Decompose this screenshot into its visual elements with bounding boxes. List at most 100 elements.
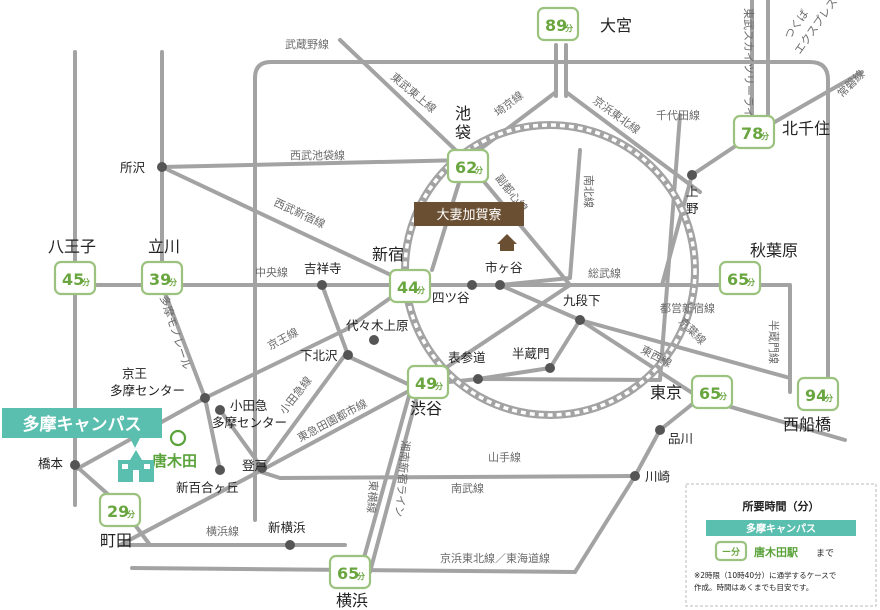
time-tokyo: 65分 — [690, 374, 734, 410]
legend-note-2: 作成。時間はあくまでも目安です。 — [694, 582, 813, 592]
line-keio: 京王線 — [265, 325, 301, 353]
dot-shimokitazawa — [343, 350, 353, 360]
label-ikebukuro-2: 袋 — [455, 123, 471, 142]
line-tobu-skytree: 東武スカイツリーライン — [742, 8, 755, 129]
dot-kudanshita — [575, 315, 585, 325]
svg-text:45: 45 — [62, 270, 84, 289]
time-tachikawa: 39分 — [140, 260, 184, 296]
label-shinjuku: 新宿 — [372, 245, 404, 264]
line-yamanote: 山手線 — [488, 450, 521, 464]
label-kudanshita: 九段下 — [563, 293, 601, 308]
svg-text:分: 分 — [761, 131, 769, 141]
musashino-line — [253, 60, 830, 522]
svg-text:29: 29 — [107, 502, 129, 521]
label-tachikawa: 立川 — [148, 237, 180, 256]
label-omotesando: 表参道 — [448, 350, 486, 365]
label-omiya: 大宮 — [600, 16, 632, 35]
dot-hanzomon — [545, 363, 555, 373]
campus-marker: 多摩キャンパス 唐木田 — [2, 408, 197, 482]
label-machida: 町田 — [100, 531, 132, 550]
line-sobu: 総武線 — [588, 266, 621, 280]
dot-noborito — [257, 463, 267, 473]
dot-tokorozawa — [157, 162, 167, 172]
label-odakyu-tama-center-2: 多摩センター — [212, 415, 287, 430]
line-musashino: 武蔵野線 — [285, 37, 329, 51]
label-yokohama: 横浜 — [336, 591, 368, 610]
label-hachioji: 八王子 — [48, 237, 96, 256]
dot-keio-tama-center — [200, 393, 210, 403]
dot-yotsuya — [467, 280, 477, 290]
dormitory-marker: 大妻加賀寮 — [414, 202, 524, 251]
line-chuo: 中央線 — [255, 265, 288, 279]
line-seibu-ikebukuro: 西武池袋線 — [290, 148, 345, 162]
dot-ichigaya — [495, 280, 505, 290]
karakida-station-icon — [169, 429, 187, 447]
time-omiya: 89分 — [536, 6, 580, 42]
svg-text:分: 分 — [719, 391, 727, 401]
svg-text:39: 39 — [149, 270, 171, 289]
label-shinagawa: 品川 — [668, 431, 693, 446]
line-toyoko: 東横線 — [364, 480, 381, 514]
legend: 所要時間（分） 多摩キャンパス ー分 唐木田駅 まで ※2時限（10時40分）に… — [685, 483, 877, 607]
dot-odakyu-tama-center — [215, 405, 225, 415]
label-yotsuya: 四ツ谷 — [432, 290, 470, 305]
dot-hashimoto — [70, 460, 80, 470]
label-yoyogi-uehara: 代々木上原 — [346, 318, 409, 333]
station-labels: 大宮 池 袋 北千住 所沢 上 野 八王子 立川 新宿 市ヶ谷 秋葉原 吉祥寺 … — [38, 16, 831, 610]
svg-text:78: 78 — [741, 124, 763, 143]
house-icon — [497, 234, 517, 251]
campus-station-label: 唐木田 — [152, 452, 197, 470]
line-nambu: 南武線 — [451, 481, 484, 495]
label-tokorozawa: 所沢 — [120, 160, 146, 175]
label-shibuya-1: 渋谷 — [410, 399, 442, 418]
line-nanboku: 南北線 — [582, 175, 596, 208]
legend-note-1: ※2時限（10時40分）に通学するケースで — [694, 570, 836, 580]
label-shinyurigaoka: 新百合ヶ丘 — [176, 480, 239, 495]
line-tama-monorail: 多摩モノレール — [157, 294, 194, 372]
svg-text:65: 65 — [699, 384, 721, 403]
dot-kichijoji — [317, 280, 327, 290]
label-ikebukuro-1: 池 — [455, 104, 471, 123]
line-seibu-shinjuku: 西武新宿線 — [272, 195, 328, 231]
line-toei-shinjuku: 都営新宿線 — [660, 301, 715, 315]
svg-text:62: 62 — [455, 158, 477, 177]
label-ueno-2: 野 — [686, 201, 699, 216]
time-hachioji: 45分 — [53, 260, 97, 296]
label-kitasenju: 北千住 — [782, 119, 830, 138]
dot-shinyokohama — [285, 540, 295, 550]
dot-shinyurigaoka — [215, 465, 225, 475]
label-nishifunabashi: 西船橋 — [783, 415, 831, 434]
dormitory-label-bg — [414, 202, 524, 226]
dot-kawasaki — [630, 471, 640, 481]
svg-text:44: 44 — [397, 278, 419, 297]
svg-text:分: 分 — [565, 23, 573, 33]
time-nishifunabashi: 94分 — [796, 376, 840, 412]
legend-suffix: まで — [816, 548, 834, 559]
time-akihabara: 65分 — [718, 260, 762, 296]
time-machida: 29分 — [98, 492, 142, 528]
label-keio-tama-center-1: 京王 — [122, 366, 147, 381]
time-boxes: 89分 62分 78分 45分 39分 44分 65分 49分 65分 94分 … — [53, 6, 840, 590]
label-noborito: 登戸 — [242, 458, 267, 473]
label-shinyokohama: 新横浜 — [268, 520, 306, 535]
label-tokyo: 東京 — [650, 383, 682, 402]
svg-text:分: 分 — [127, 509, 135, 519]
legend-from-station: 唐木田駅 — [754, 545, 798, 559]
label-ueno-1: 上 — [686, 184, 699, 199]
svg-text:94: 94 — [805, 386, 827, 405]
line-keihin-tokaido: 京浜東北線／東海道線 — [440, 551, 550, 565]
label-shimokitazawa: 下北沢 — [300, 348, 338, 363]
svg-text:分: 分 — [475, 165, 483, 175]
campus-label-bg — [2, 408, 162, 438]
dormitory-label: 大妻加賀寮 — [436, 207, 501, 223]
svg-text:分: 分 — [417, 285, 425, 295]
label-ichigaya: 市ヶ谷 — [485, 260, 523, 275]
legend-campus: 多摩キャンパス — [746, 522, 816, 535]
svg-text:分: 分 — [169, 277, 177, 287]
svg-text:65: 65 — [337, 564, 359, 583]
svg-text:分: 分 — [82, 277, 90, 287]
svg-text:分: 分 — [357, 571, 365, 581]
dot-omotesando — [473, 374, 483, 384]
dot-yoyogi-uehara — [369, 335, 379, 345]
